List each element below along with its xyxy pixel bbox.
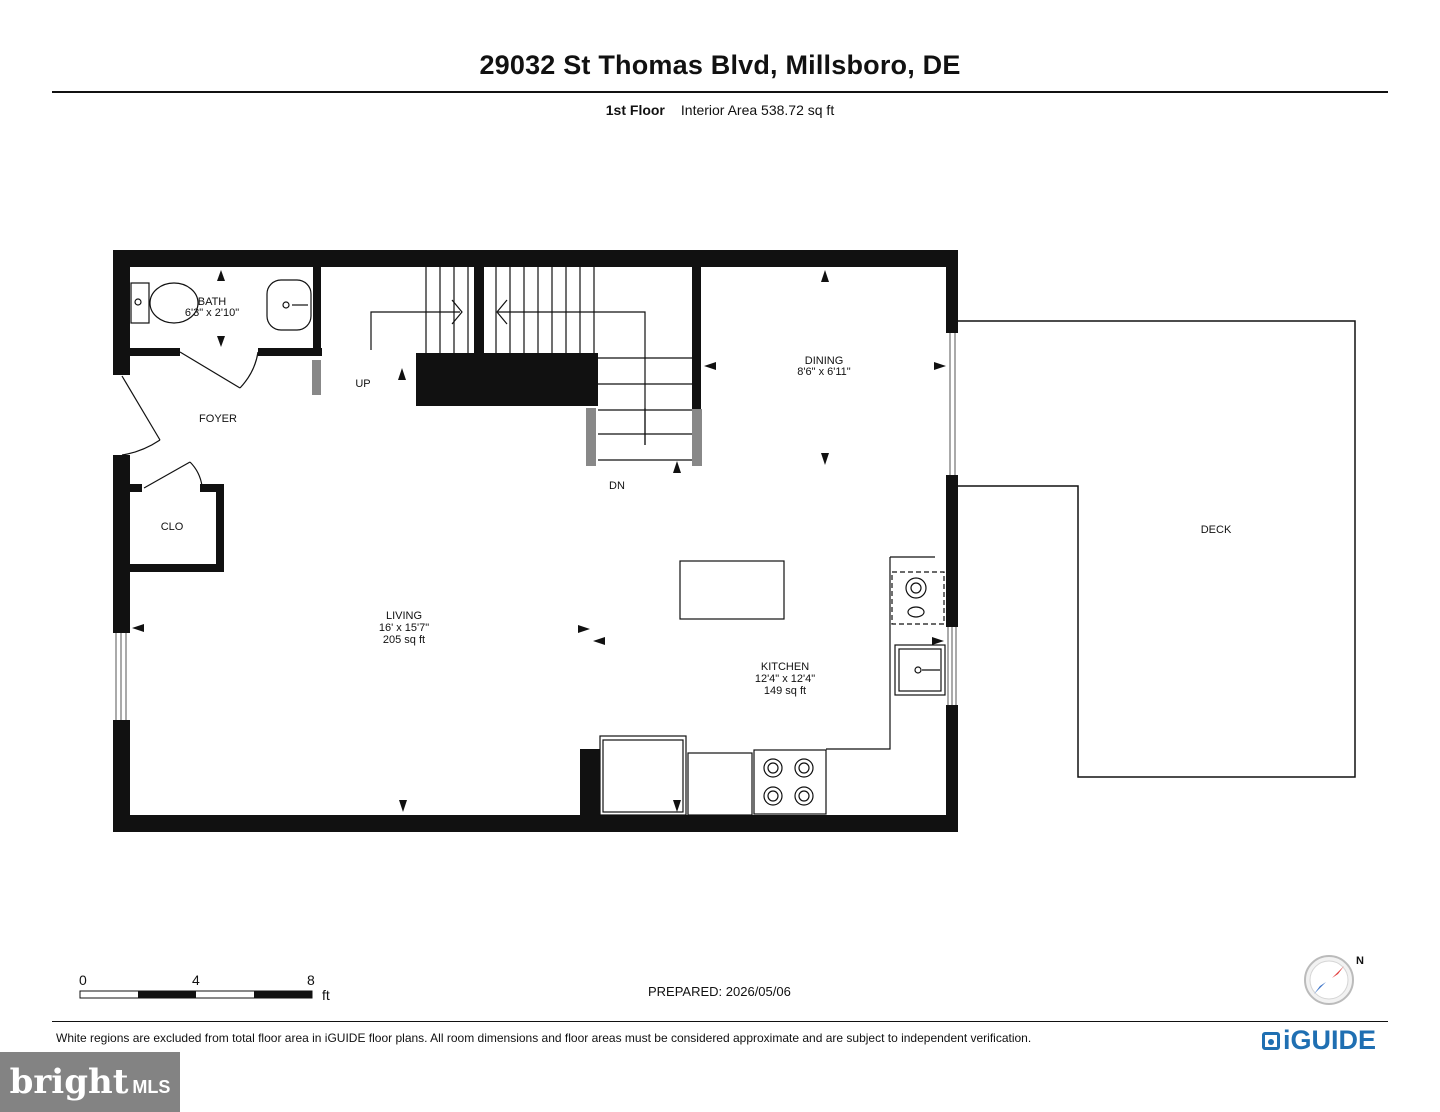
stove-icon bbox=[753, 749, 827, 815]
watermark-word: bright bbox=[9, 1062, 129, 1102]
dishwasher-icon bbox=[891, 571, 945, 625]
compass-icon: N bbox=[1304, 955, 1364, 1005]
deck-label: DECK bbox=[1201, 524, 1232, 536]
kitchen-area: 149 sq ft bbox=[764, 685, 806, 697]
deck-outline bbox=[958, 320, 1356, 778]
bath-label: BATH bbox=[198, 296, 227, 308]
scale-bar bbox=[79, 990, 313, 999]
kitchen-dims: 12'4" x 12'4" bbox=[755, 673, 815, 685]
iguide-logo: iGUIDE bbox=[1262, 1025, 1376, 1056]
railing-posts bbox=[312, 360, 702, 466]
floor-label: 1st Floor bbox=[605, 102, 665, 118]
exterior-walls bbox=[113, 250, 958, 832]
plan-subtitle: 1st Floor Interior Area 538.72 sq ft bbox=[0, 102, 1440, 118]
doors bbox=[121, 351, 259, 489]
refrigerator-icon bbox=[599, 735, 687, 816]
scale-tick-4: 4 bbox=[192, 972, 200, 988]
stairs bbox=[370, 267, 692, 461]
watermark-suffix: MLS bbox=[132, 1076, 171, 1097]
dining-dims: 8'6" x 6'11" bbox=[797, 366, 850, 378]
scale-tick-8: 8 bbox=[307, 972, 315, 988]
living-area: 205 sq ft bbox=[383, 634, 425, 646]
title-divider bbox=[52, 91, 1388, 93]
stairs-up-label: UP bbox=[355, 378, 370, 390]
bath-sink-icon bbox=[266, 279, 312, 331]
scale-tick-0: 0 bbox=[79, 972, 87, 988]
compass-north-label: N bbox=[1356, 955, 1364, 967]
kitchen-counter bbox=[679, 556, 935, 750]
disclaimer-text: White regions are excluded from total fl… bbox=[56, 1031, 1032, 1045]
living-label: LIVING bbox=[386, 610, 422, 622]
plan-title: 29032 St Thomas Blvd, Millsboro, DE bbox=[479, 50, 961, 80]
bath-dims: 6'3" x 2'10" bbox=[185, 307, 239, 319]
cabinet-icon bbox=[687, 752, 753, 816]
kitchen-label: KITCHEN bbox=[761, 661, 809, 673]
stairs-down-label: DN bbox=[609, 480, 625, 492]
scale-unit: ft bbox=[322, 987, 330, 1003]
living-dims: 16' x 15'7" bbox=[379, 622, 429, 634]
footer-divider bbox=[52, 1021, 1388, 1022]
interior-area: Interior Area 538.72 sq ft bbox=[680, 102, 835, 118]
foyer-label: FOYER bbox=[199, 413, 237, 425]
windows bbox=[115, 333, 957, 720]
iguide-mark-icon bbox=[1262, 1031, 1280, 1050]
photo-markers bbox=[132, 270, 946, 812]
prepared-date: PREPARED: 2026/05/06 bbox=[648, 984, 791, 999]
kitchen-island bbox=[679, 560, 785, 620]
toilet-icon bbox=[130, 282, 199, 324]
closet-label: CLO bbox=[161, 521, 184, 533]
iguide-wordmark: iGUIDE bbox=[1283, 1025, 1377, 1055]
dining-label: DINING bbox=[805, 355, 844, 367]
kitchen-sink-icon bbox=[894, 644, 946, 696]
interior-walls bbox=[130, 267, 701, 816]
